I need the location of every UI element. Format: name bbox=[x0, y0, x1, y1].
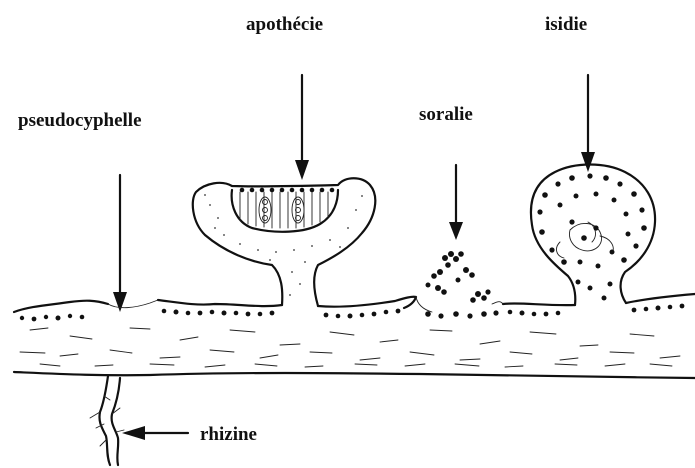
rhizine bbox=[90, 376, 124, 465]
soralium bbox=[416, 251, 503, 319]
arrow-rhizine bbox=[122, 426, 188, 440]
label-pseudocyphelle: pseudocyphelle bbox=[18, 110, 142, 131]
arrow-soralie bbox=[449, 165, 463, 240]
thallus-texture bbox=[20, 328, 680, 367]
label-rhizine: rhizine bbox=[200, 424, 257, 445]
isidium bbox=[531, 165, 655, 306]
arrow-apothecie bbox=[295, 75, 309, 180]
apothecium-asci bbox=[240, 192, 328, 228]
pseudocyphelle bbox=[108, 300, 158, 308]
label-apothecie: apothécie bbox=[246, 14, 323, 35]
label-soralie: soralie bbox=[419, 104, 473, 125]
soredia-clusters bbox=[425, 251, 498, 319]
arrow-isidie bbox=[581, 75, 595, 172]
apothecium bbox=[193, 178, 376, 306]
arrow-pseudocyphelle bbox=[113, 175, 127, 312]
isidium-dots bbox=[537, 173, 646, 300]
label-isidie: isidie bbox=[545, 14, 587, 35]
apothecium-stipple bbox=[204, 194, 363, 296]
